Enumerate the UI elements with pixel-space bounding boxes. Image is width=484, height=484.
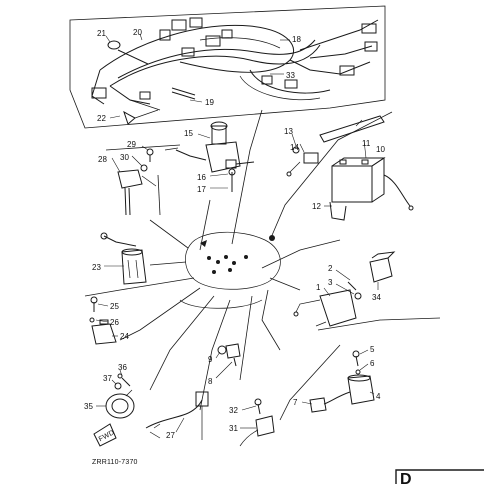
callout-29: 29 <box>127 140 136 149</box>
band-21 <box>107 40 121 50</box>
main-switch-assembly <box>117 121 255 216</box>
callout-9: 9 <box>208 355 213 364</box>
callout-28: 28 <box>98 155 107 164</box>
clamp-20 <box>117 49 149 65</box>
callout-numbers: 21 20 18 33 19 22 15 29 30 28 16 17 13 1… <box>84 28 385 440</box>
callout-6: 6 <box>370 359 375 368</box>
callout-2: 2 <box>328 264 333 273</box>
relay-28 <box>117 169 143 189</box>
horn-35 <box>105 393 135 419</box>
lead-assembly <box>145 391 275 447</box>
central-junction <box>179 231 281 309</box>
regulator-1 <box>319 289 357 327</box>
tube-19 <box>171 87 196 96</box>
washer-6 <box>355 369 361 375</box>
rectifier-34 <box>369 257 393 283</box>
callout-22: 22 <box>97 114 106 123</box>
callout-31: 31 <box>229 424 238 433</box>
washer-30 <box>140 164 148 172</box>
callout-34: 34 <box>372 293 381 302</box>
battery-assembly <box>286 115 414 221</box>
harness-panel-outline <box>69 5 386 129</box>
battery-tray-12 <box>329 201 347 221</box>
callout-20: 20 <box>133 28 142 37</box>
callout-4: 4 <box>376 392 381 401</box>
callout-36: 36 <box>118 363 127 372</box>
callout-11: 11 <box>362 139 371 148</box>
callout-25: 25 <box>110 302 119 311</box>
callout-23: 23 <box>92 263 101 272</box>
callout-12: 12 <box>312 202 321 211</box>
callout-27: 27 <box>166 431 175 440</box>
sensor-assembly <box>217 343 241 367</box>
flasher-relay-23 <box>121 249 147 285</box>
clamp-22 <box>123 110 136 125</box>
callout-16: 16 <box>197 173 206 182</box>
neutral-switch-8 <box>225 343 241 359</box>
fuse-13 <box>303 152 319 164</box>
callout-37: 37 <box>103 374 112 383</box>
connector <box>171 19 187 31</box>
plug-cap-7 <box>309 397 327 413</box>
callout-24: 24 <box>120 332 129 341</box>
region-dividers <box>84 109 441 421</box>
bolt-36 <box>121 377 131 387</box>
battery-strap-11 <box>319 115 385 143</box>
corner-letter: D <box>400 471 412 484</box>
callout-21: 21 <box>97 29 106 38</box>
ignition-coil-assembly <box>309 350 375 413</box>
corner-letter-box: D <box>395 469 484 484</box>
lead-27 <box>145 399 203 429</box>
main-harness-18 <box>99 24 321 87</box>
wire-harness-panel <box>69 5 386 129</box>
bolt-32 <box>257 403 261 415</box>
callout-5: 5 <box>370 345 375 354</box>
rectifier-assembly <box>293 251 396 327</box>
callout-17: 17 <box>197 185 206 194</box>
callout-26: 26 <box>110 318 119 327</box>
flasher-assembly <box>100 232 147 285</box>
callout-3: 3 <box>328 278 333 287</box>
washer-9 <box>217 345 227 355</box>
washer-37 <box>114 382 122 390</box>
bolt-2 <box>347 281 357 291</box>
callout-8: 8 <box>208 377 213 386</box>
washer-3 <box>354 292 362 300</box>
drawing-code: ZRR110-7370 <box>92 459 138 466</box>
nut-26 <box>89 317 95 323</box>
callout-19: 19 <box>205 98 214 107</box>
callout-32: 32 <box>229 406 238 415</box>
callout-14: 14 <box>290 143 299 152</box>
nut-16 <box>228 168 236 176</box>
fuse-holder-14 <box>292 146 300 154</box>
fwd-decal: FWD <box>93 423 117 447</box>
sensor-31 <box>255 415 275 437</box>
callout-33: 33 <box>286 71 295 80</box>
leader-lines <box>95 33 379 433</box>
fwd-decal-text: FWD <box>98 429 116 443</box>
callout-30: 30 <box>120 153 129 162</box>
callout-13: 13 <box>284 127 293 136</box>
battery-10 <box>331 165 373 203</box>
callout-18: 18 <box>292 35 301 44</box>
callout-1: 1 <box>316 283 321 292</box>
bolt-5 <box>355 355 359 367</box>
callout-7: 7 <box>293 398 298 407</box>
callout-10: 10 <box>376 145 385 154</box>
cdi-unit-24 <box>91 323 117 345</box>
callout-35: 35 <box>84 402 93 411</box>
callout-15: 15 <box>184 129 193 138</box>
ignition-coil-4 <box>347 375 375 405</box>
